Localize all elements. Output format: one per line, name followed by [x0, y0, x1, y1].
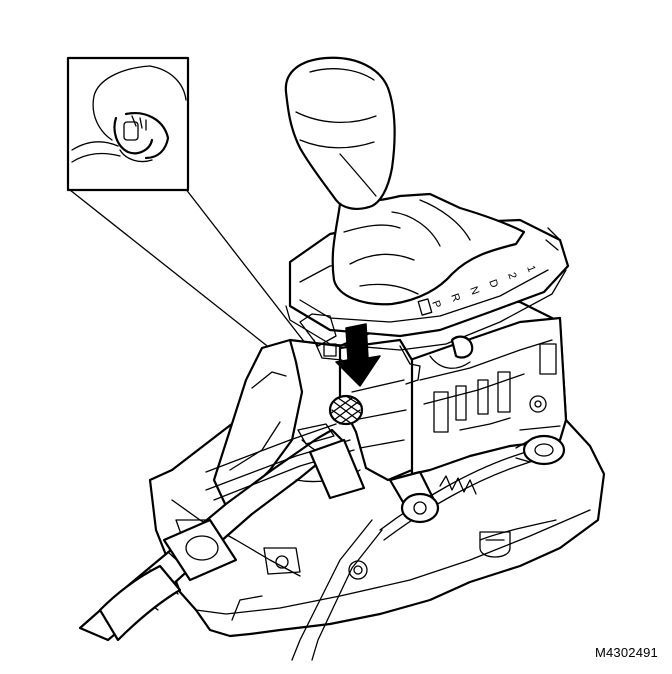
figure-reference-code: M4302491: [594, 645, 658, 660]
knob-handle: [284, 56, 396, 210]
detail-inset: [66, 56, 341, 403]
gate-letter: P: [429, 299, 443, 310]
gear-position-marker: [417, 298, 433, 316]
inset-frame: [66, 56, 190, 192]
clip-detail: [71, 65, 187, 163]
gate-letter: N: [467, 285, 481, 297]
rubber-bush: [479, 531, 511, 558]
gate-letter: R: [448, 292, 462, 304]
release-pin-hatching: [329, 395, 363, 425]
shift-knob: [284, 56, 526, 306]
cable-end-boss: [162, 518, 238, 582]
shift-boot: [331, 192, 526, 306]
gate-letter: 1: [524, 264, 537, 274]
cable-bushing: [522, 434, 566, 466]
release-point: [328, 323, 381, 426]
detent-plate: [388, 316, 568, 524]
push-direction-arrow-icon: [335, 323, 381, 387]
pivot-bolt: [529, 395, 547, 413]
lever-linkage: [299, 313, 474, 385]
gate-letter: D: [486, 278, 500, 290]
gate-letter: 2: [505, 271, 518, 281]
detent-spring: [439, 475, 477, 495]
